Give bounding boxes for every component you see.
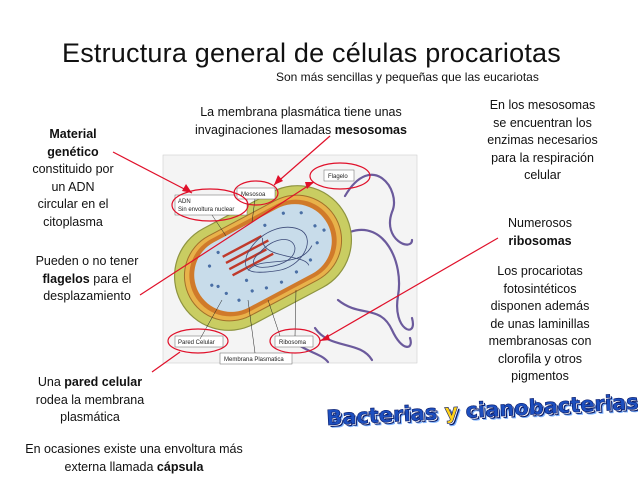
note-membrane: La membrana plasmática tiene unas invagi…	[195, 105, 407, 137]
arrow-material	[112, 151, 193, 194]
label-ribosoma: Ribosoma	[274, 335, 314, 348]
label-adn-line1: ADN	[178, 199, 191, 205]
svg-text:Mesosoa: Mesosoa	[241, 192, 266, 198]
arrow-mesosoma	[273, 135, 331, 186]
arrow-pared	[151, 351, 181, 373]
cell-body	[173, 185, 353, 331]
flagellum-3	[336, 298, 412, 348]
note-flagelos: Pueden o no tener flagelos para el despl…	[35, 254, 139, 303]
page-title: Estructura general de células procariota…	[62, 38, 561, 68]
label-adn-line2: Sin envoltura nuclear	[178, 207, 234, 213]
svg-text:Flagelo: Flagelo	[328, 174, 348, 180]
arrow-ribosoma	[319, 237, 499, 342]
svg-text:Ribosoma: Ribosoma	[279, 340, 307, 346]
label-connectors	[199, 198, 297, 354]
callout-mesosoma-circle	[233, 180, 279, 206]
flagellum-1	[343, 173, 414, 246]
note-fotosinteticos: Los procariotas fotosintéticos disponen …	[488, 264, 592, 383]
red-arrowheads	[182, 175, 330, 341]
note-pared-celular: Una pared celular rodea la membrana plas…	[35, 375, 145, 424]
callout-flagelo-circle	[309, 162, 371, 190]
label-pared: Pared Celular	[174, 335, 224, 348]
svg-text:Membrana Plasmatica: Membrana Plasmatica	[224, 357, 284, 363]
note-mesosoma-funcion: En los mesosomas se encuentran los enzim…	[487, 98, 598, 182]
dna	[245, 226, 313, 273]
svg-text:Pared Celular: Pared Celular	[178, 340, 215, 346]
page-subtitle: Son más sencillas y pequeñas que las euc…	[276, 70, 539, 84]
red-callouts	[112, 135, 499, 373]
callout-adn-circle	[171, 188, 249, 222]
ribosomes	[207, 211, 326, 302]
note-ribosomas: Numerosos ribosomas	[508, 216, 572, 248]
arrow-flagelo	[139, 181, 315, 296]
label-adn: ADN Sin envoltura nuclear	[174, 194, 248, 216]
note-capsula: En ocasiones existe una envoltura más ex…	[25, 442, 243, 474]
callout-pared-circle	[167, 328, 229, 354]
label-membrana: Membrana Plasmatica	[219, 352, 293, 365]
label-flagelo: Flagelo	[323, 169, 355, 182]
flagellum-4	[313, 326, 374, 362]
note-material-genetico: Material genético constituido por un ADN…	[32, 127, 114, 229]
